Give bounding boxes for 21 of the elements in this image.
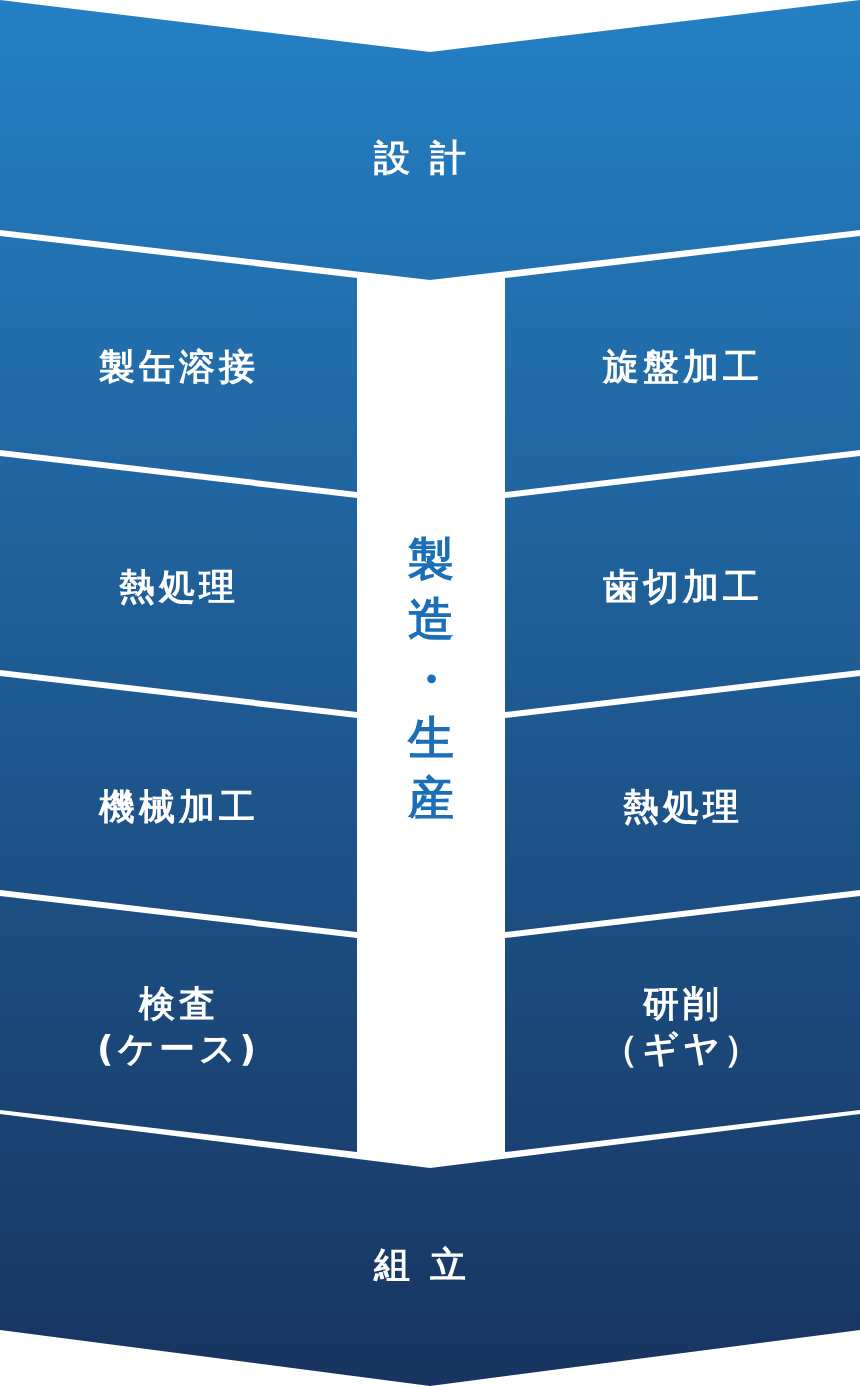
process-label: 熱処理 [621, 785, 744, 829]
process-band [0, 896, 357, 1154]
process-band [0, 676, 357, 934]
process-label: 設計 [373, 136, 487, 180]
process-label: 熱処理 [117, 565, 240, 609]
process-band [0, 456, 357, 714]
process-label: 研削 [641, 982, 724, 1026]
stage-label: 製造・生産 [408, 531, 454, 828]
process-label: 歯切加工 [601, 565, 764, 609]
process-band [505, 676, 860, 934]
process-label: 検査 [137, 982, 220, 1026]
process-label: （ギヤ） [600, 1027, 765, 1071]
process-label: (ケース) [96, 1027, 261, 1071]
process-band [0, 236, 357, 494]
process-label: 製缶溶接 [97, 345, 260, 389]
process-label: 組立 [372, 1243, 487, 1287]
process-band [505, 896, 860, 1154]
process-band [505, 236, 860, 494]
process-label: 旋盤加工 [601, 345, 764, 389]
process-band [505, 456, 860, 714]
process-label: 機械加工 [97, 785, 260, 829]
